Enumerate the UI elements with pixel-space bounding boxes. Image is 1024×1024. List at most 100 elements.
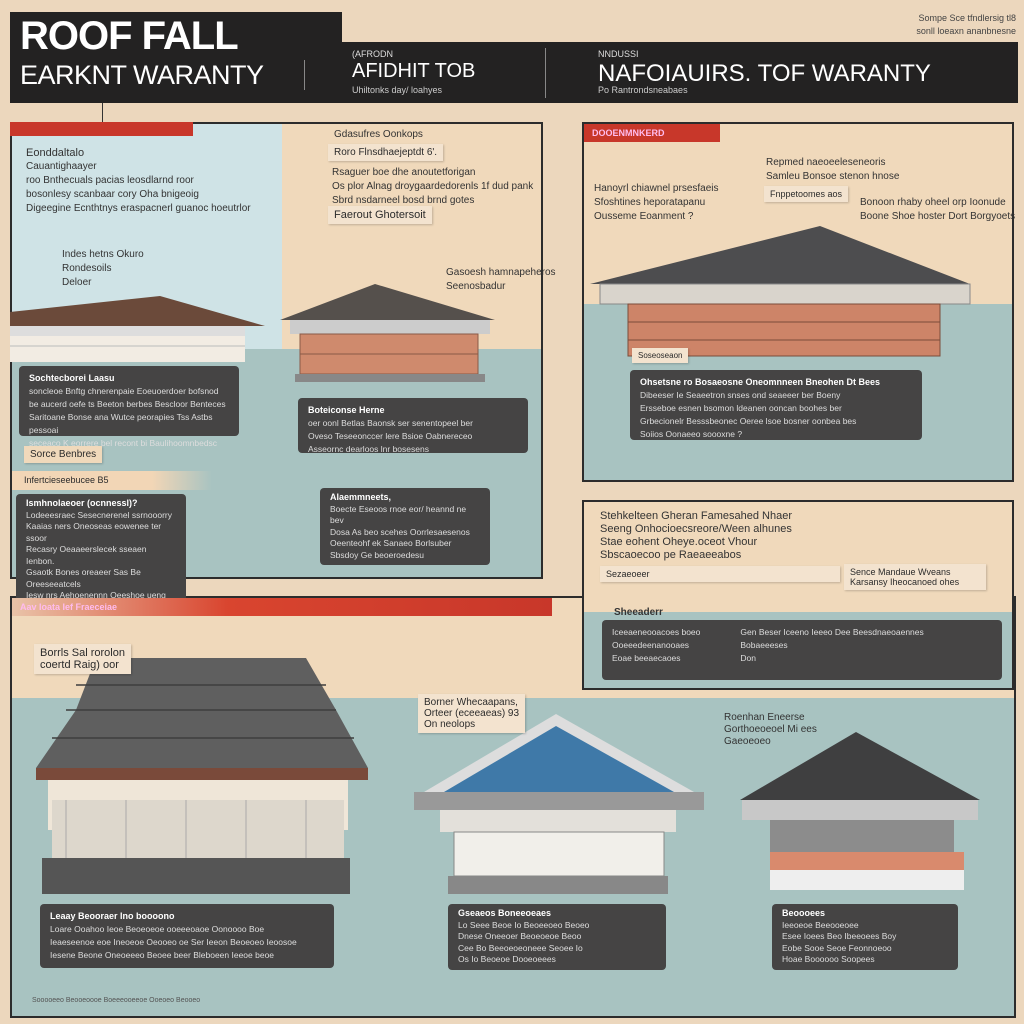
text-line: soncleoe Bnftg chnerenpaie Eoeuoerdoer b…	[29, 386, 219, 396]
info-box-columns: Iceeaeneooacoes boeo Ooeeedeenanooaes Eo…	[612, 626, 992, 665]
text-line: Iesene Beone Oneoeeeo Beoee beer Bleboee…	[50, 950, 275, 960]
text-line: Gasoesh hamnapeheros	[446, 267, 556, 278]
col3-kicker: NNDUSSI	[598, 49, 639, 59]
text-line: coertd Raig) oor	[40, 659, 119, 671]
text-line: Gaeoeoeo	[724, 736, 771, 747]
col2-sub: Uhiltonks day/ loahyes	[352, 85, 443, 95]
text-line: Gorthoeoeoel Mi ees	[724, 724, 817, 735]
bottom-tag-left: Borrls Sal rorolon coertd Raig) oor	[34, 644, 131, 674]
text-line: Eoae beeaecaoes	[612, 653, 681, 663]
divider	[304, 60, 305, 90]
panel-c-heading: Stehkelteen Gheran Famesahed Nhaer Seeng…	[600, 510, 792, 562]
text-line: Gen Beser Iceeno Ieeeo Dee Beesdnaeoaenn…	[740, 627, 924, 637]
text-line: Esee Ioees Beo Ibeeoees Boy	[782, 931, 897, 941]
text-line: Dnese Oneeoer Beoeoeoe Beoo	[458, 931, 582, 941]
col3-title: NAFOIAUIRS. TOF WARANTY	[598, 60, 931, 87]
panel-b-eave-tag: Soseoseaon	[632, 348, 689, 363]
text-line: Loare Ooahoo Ieoe Beoeoeoe ooeeeoaoe Oon…	[50, 924, 265, 934]
panel-b-notes-right: Bonoon rhaby oheel orp Ioonude Boone Sho…	[860, 196, 1015, 224]
text-line: Repmed naeoeeleseneoris	[766, 157, 886, 168]
panel-a-red-tag	[10, 122, 193, 136]
info-box-title: Boteiconse Herne	[308, 405, 385, 415]
info-box-title: Gseaeos Boneeoeaes	[458, 908, 552, 918]
text-line: Deloer	[62, 277, 92, 288]
text-line: Grbecionelr Besssbeonec Oeree lsoe bosne…	[640, 416, 857, 426]
section-tag: Sorce Benbres	[24, 446, 103, 463]
house-label: Indes hetns Okuro Rondesoils Deloer	[62, 248, 144, 290]
text-line: Kaaias ners Oneoseas eowenee ter ssoor	[26, 521, 162, 543]
house-illustration-center	[280, 284, 495, 382]
text-line: Samleu Bonsoe stenon hnose	[766, 171, 900, 182]
info-box: Iceeaeneooacoes boeo Ooeeedeenanooaes Eo…	[602, 620, 1002, 680]
text-line: Cee Bo Beeoeoeoneee Seoee Io	[458, 942, 583, 953]
panel-c-tag-left: Sezaeoeer	[600, 566, 840, 582]
text-line: Eobe Sooe Seoe Feonnoeoo	[782, 942, 892, 953]
text-line: Asseornc dearloos lnr bosesens	[308, 444, 429, 454]
footer-note: Sooooeeo Beooeoooe Boeeeooeeoe Ooeoeo Be…	[32, 997, 201, 1004]
panel-b-notes-left: Hanoyrl chiawnel prsesfaeis Sfoshtines h…	[594, 182, 719, 224]
bottom-tag-right: Roenhan Eneerse Gorthoeoeoel Mi ees Gaeo…	[724, 712, 817, 748]
text-line: Os Io Beoeoe Dooeoeees	[458, 954, 556, 964]
panel-b-center-tag: Fnppetoomes aos	[764, 186, 849, 202]
text-line: Ousseme Eoanment ?	[594, 211, 694, 222]
text-line: On neolops	[424, 719, 476, 730]
info-box: Gseaeos Boneeoeaes Lo Seee Beoe Io Beoee…	[448, 904, 666, 970]
panel-a-sub: Cauantighaayer	[26, 161, 97, 172]
corner-note-line: Sompe Sce tfndlersig tl8	[918, 13, 1016, 23]
text-line: Indes hetns Okuro	[62, 249, 144, 260]
callout-tag: Roro Flnsdhaejeptdt 6'.	[328, 144, 444, 161]
info-box-title: Sochtecborei Laasu	[29, 373, 115, 383]
text-line: Ooeeedeenanooaes	[612, 640, 690, 650]
text-line: Saritoane Bonse ana Wutce peorapies Tss …	[29, 412, 213, 435]
text-line: Os plor Alnag droygaardedorenls 1f dud p…	[332, 181, 534, 192]
text-line: Sence Mandaue Wveans	[850, 567, 951, 577]
text-line: Seeng Onhocioecsreore/Ween alhunes	[600, 523, 792, 535]
connector-line	[102, 103, 103, 123]
panel-a-heading: Eonddaltalo	[26, 147, 85, 159]
info-box-title: Ismhnolaeoer (ocnnessl)?	[26, 498, 138, 508]
info-box-title: Ohsetsne ro Bosaeosne Oneomnneen Bneohen…	[640, 377, 881, 387]
info-box-title: Leaay Beooraer Ino boooono	[50, 911, 175, 921]
info-box: Sochtecborei Laasu soncleoe Bnftg chnere…	[19, 366, 239, 448]
text-line: Iceeaeneooacoes boeo	[612, 627, 701, 637]
text-line: Orteer (eceeaeas) 93	[424, 708, 520, 719]
text-line: Ieaeseenoe eoe Ineoeoe Oeooeo oe Ser Iee…	[50, 937, 297, 947]
house-illustration-blue-roof	[414, 714, 704, 894]
text-line: Seenosbadur	[446, 281, 506, 292]
panel-a-text: roo Bnthecuals pacias leosdlarnd roor bo…	[26, 174, 251, 216]
house-illustration-left	[10, 296, 265, 362]
info-box: Ohsetsne ro Bosaeosne Oneomnneen Bneohen…	[630, 370, 922, 440]
col2-kicker: (AFRODN	[352, 49, 393, 59]
text-line: Digeegine Ecnthtnys eraspacnerl guanoc h…	[26, 203, 251, 214]
text-line: Gsaotk Bones oreaeer Sas Be Oreeseeatcel…	[26, 567, 141, 589]
text-line: Karsansy Iheocanoed ohes	[850, 577, 960, 587]
text-line: Borrls Sal rorolon	[40, 647, 125, 659]
text-line: Stehkelteen Gheran Famesahed Nhaer	[600, 510, 793, 522]
text-line: Iesw nrs Aehoenennn Oeeshoe ueng	[26, 590, 166, 600]
text-line: be aucerd oefe ts Beeton berbes Bescloor…	[29, 399, 226, 409]
text-line: Stae eohent Oheye.oceot Vhour	[600, 536, 758, 548]
page-subtitle: EARKNT WARANTY	[20, 60, 264, 90]
text-line: Sbsdoy Ge beoeroedesu	[330, 549, 425, 560]
text-line: Bonoon rhaby oheel orp Ioonude	[860, 197, 1006, 208]
info-box: Leaay Beooraer Ino boooono Loare Ooahoo …	[40, 904, 334, 968]
info-box-title: Alaemmneets,	[330, 492, 392, 502]
text-line: bosonlesy scanbaar cory Oha bnigeoig	[26, 189, 199, 200]
house-illustration-brick	[590, 226, 971, 357]
text-line: Bobaeeeses	[740, 640, 788, 650]
callout-title: Gdasufres Oonkops	[334, 129, 423, 140]
text-line: Sfoshtines heporatapanu	[594, 197, 706, 208]
gable-label: Gasoesh hamnapeheros Seenosbadur	[446, 266, 556, 294]
info-box: Alaemmneets, Boecte Eseoos rnoe eor/ hea…	[320, 488, 490, 565]
text-line: Lo Seee Beoe Io Beoeeoeo Beoeo	[458, 919, 590, 930]
corner-note-line: sonll loeaxn ananbnesne	[916, 26, 1016, 36]
text-line: Dosa As beo scehes Oorrlesaesenos	[330, 526, 470, 537]
info-box: Ismhnolaeoer (ocnnessl)? Lodeeesraec Ses…	[16, 494, 186, 606]
text-line: Borner Whecaapans,	[424, 697, 518, 708]
text-line: oer oonl Betlas Baonsk ser senentopeel b…	[308, 418, 473, 428]
text-line: Hanoyrl chiawnel prsesfaeis	[594, 183, 719, 194]
info-box: Beoooees Ieeoeoe Beeooeoee Esee Ioees Be…	[772, 904, 958, 970]
text-line: Roenhan Eneerse	[724, 712, 805, 723]
text-line: Oveso Teseeonccer lere Bsioe Oabnereceo	[308, 431, 473, 441]
col3-sub: Po Rantrondsneabaes	[598, 85, 688, 95]
